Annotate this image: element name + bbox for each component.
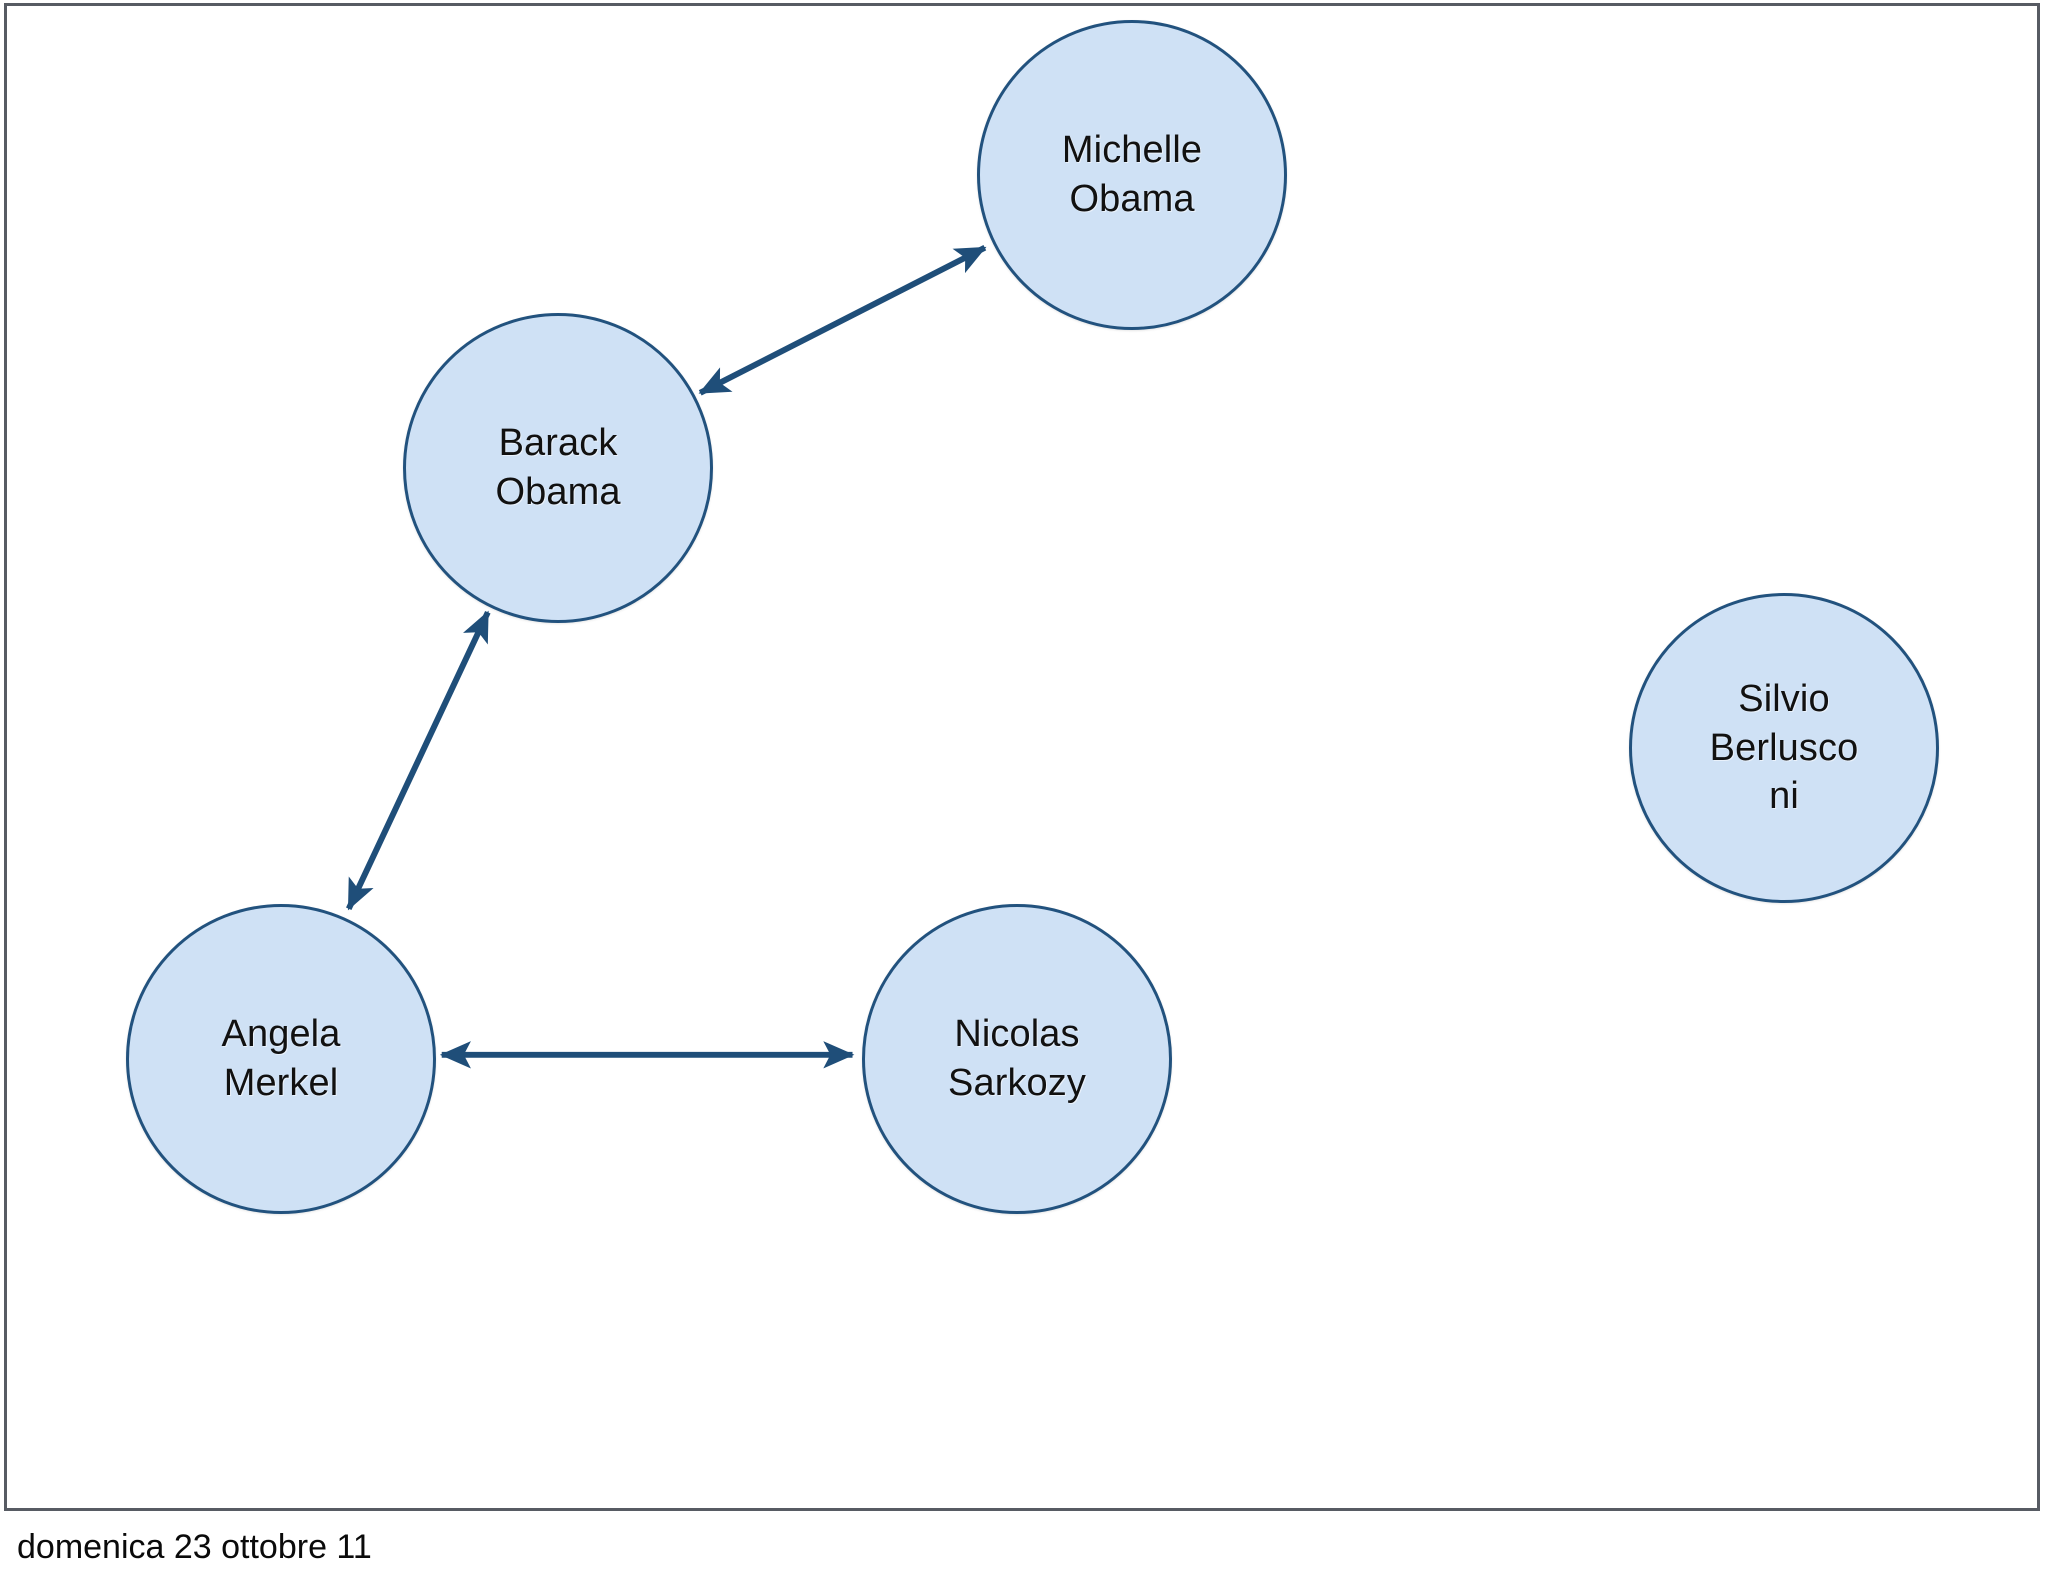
node-barack-obama[interactable]: Barack Obama [403, 313, 713, 623]
node-label-silvio-berlusconi: Silvio Berlusco ni [1709, 678, 1859, 818]
edge-merkel-barack[interactable] [346, 610, 491, 911]
footer-date: domenica 23 ottobre 11 [17, 1528, 372, 1566]
node-silvio-berlusconi[interactable]: Silvio Berlusco ni [1629, 593, 1939, 903]
node-label-nicolas-sarkozy: Nicolas Sarkozy [948, 1013, 1086, 1104]
node-label-angela-merkel: Angela Merkel [221, 1013, 341, 1104]
node-nicolas-sarkozy[interactable]: Nicolas Sarkozy [862, 904, 1172, 1214]
node-angela-merkel[interactable]: Angela Merkel [126, 904, 436, 1214]
node-label-michelle-obama: Michelle Obama [1061, 129, 1203, 220]
node-label-barack-obama: Barack Obama [495, 422, 621, 513]
node-michelle-obama[interactable]: Michelle Obama [977, 20, 1287, 330]
edge-barack-michelle[interactable] [698, 245, 987, 396]
edge-layer [346, 245, 987, 1069]
